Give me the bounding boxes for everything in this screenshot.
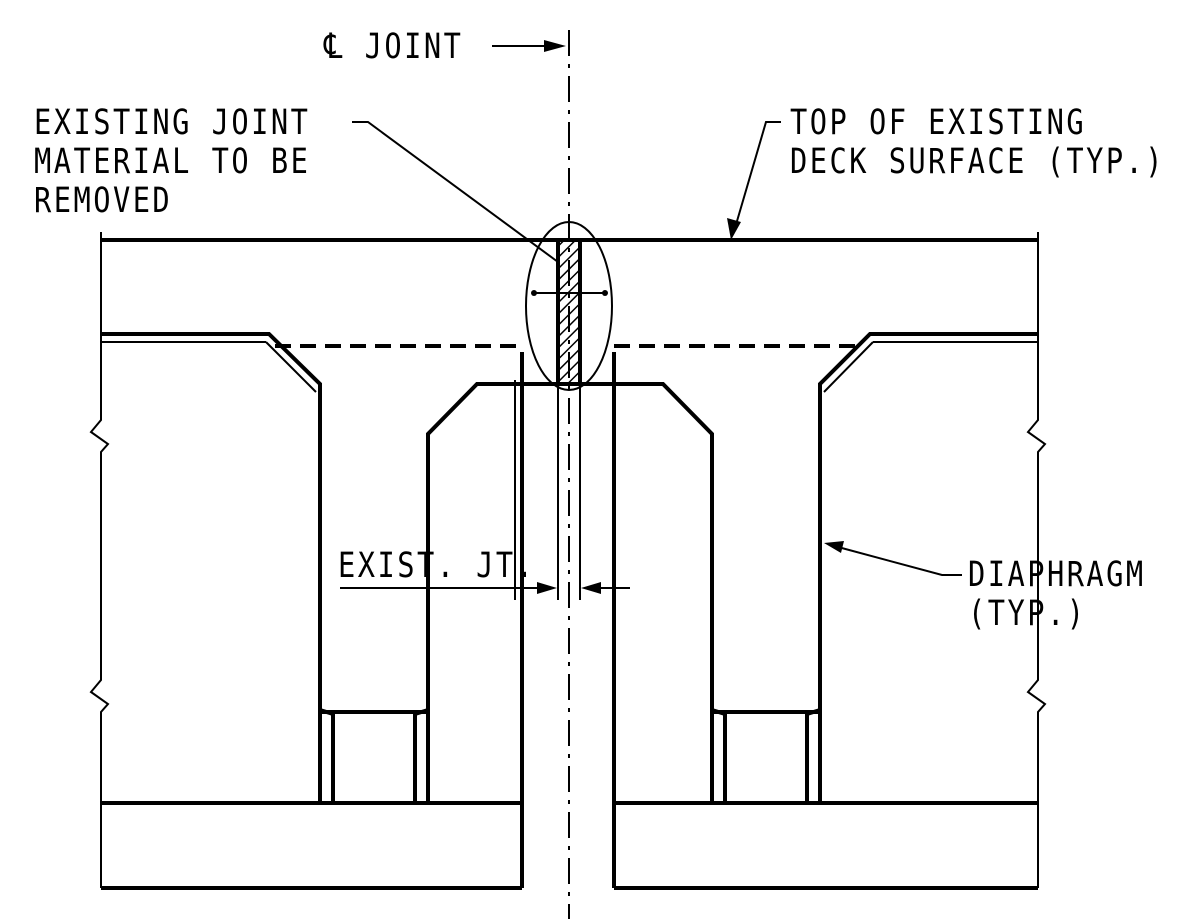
joint-callout-ellipse [525,221,613,391]
top-of-deck-label: TOP OF EXISTING DECK SURFACE (TYP.) [790,103,1166,182]
left-flange-line [101,332,322,803]
exist-jt-left-arrowhead [537,582,557,594]
left-break-line [89,232,110,888]
left-recess [318,708,430,803]
diaphragm-label: DIAPHRAGM (TYP.) [968,555,1146,634]
left-bottom-flange [101,801,522,890]
joint-width-dot-right [602,290,608,296]
cl-joint-arrowhead [544,40,566,52]
diaphragm-leader [837,546,962,576]
joint-width-dot-left [531,290,537,296]
left-flange-inner-chamfer [265,341,317,393]
right-flange-inner-chamfer [823,341,874,393]
cl-joint-label: ℄ JOINT [324,27,464,67]
right-break-line [1026,232,1047,888]
right-recess [710,708,822,803]
right-bottom-flange [614,801,1038,890]
exist-jt-label: EXIST. JT. [338,546,536,586]
existing-joint-material-label: EXISTING JOINT MATERIAL TO BE REMOVED [34,103,311,221]
top-deck-arrowhead [727,218,741,240]
existing-joint-material [556,238,582,386]
right-flange-line [818,332,1038,803]
exist-jt-right-arrowhead [581,582,601,594]
top-deck-leader [734,121,781,229]
joint-material-leader [352,121,559,263]
diaphragm-arrowhead [824,541,844,553]
